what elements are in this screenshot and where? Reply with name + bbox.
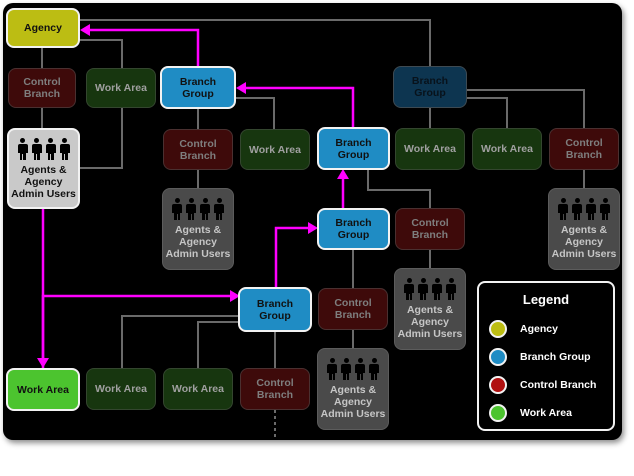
branch-group-node[interactable]: Branch Group (317, 208, 390, 250)
connector (236, 97, 275, 129)
branch-group-node[interactable]: Branch Group (160, 66, 236, 109)
users-icon (327, 358, 379, 380)
arrowhead (80, 24, 90, 36)
legend-item-control-branch: Control Branch (489, 376, 596, 394)
arrowhead (337, 169, 349, 179)
work-area-node[interactable]: Work Area (86, 68, 156, 108)
arrowhead (230, 290, 240, 302)
node-label: Agents & Agency Admin Users (397, 304, 463, 340)
arrowheads (37, 24, 349, 368)
branch-group-node-dim[interactable]: Branch Group (393, 66, 467, 108)
agency-node[interactable]: Agency (6, 8, 80, 48)
legend-item-work-area: Work Area (489, 404, 572, 422)
connector (467, 89, 585, 128)
branch-group-node[interactable]: Branch Group (238, 287, 312, 332)
work-area-node[interactable]: Work Area (163, 368, 233, 410)
work-area-node-active[interactable]: Work Area (6, 368, 80, 411)
highlight-segment (274, 226, 312, 287)
legend-label: Control Branch (520, 379, 597, 391)
highlight-segment (88, 28, 200, 66)
work-area-node[interactable]: Work Area (240, 129, 310, 170)
work-area-node[interactable]: Work Area (395, 128, 465, 170)
control-branch-node[interactable]: Control Branch (163, 129, 233, 170)
control-branch-swatch-icon (489, 376, 507, 394)
users-icon (172, 198, 224, 220)
control-branch-node[interactable]: Control Branch (240, 368, 310, 410)
legend-title: Legend (522, 292, 570, 307)
branch-group-node[interactable]: Branch Group (317, 127, 390, 170)
arrowhead (37, 358, 49, 368)
users-icon (404, 278, 456, 300)
connector (121, 315, 240, 368)
node-label: Agents & Agency Admin Users (11, 163, 76, 200)
work-area-node[interactable]: Work Area (472, 128, 542, 170)
node-label: Agents & Agency Admin Users (551, 224, 617, 260)
agents-admin-users-node[interactable]: Agents & Agency Admin Users (394, 268, 466, 350)
connector (467, 97, 508, 128)
legend-label: Work Area (520, 407, 572, 419)
control-branch-node[interactable]: Control Branch (8, 68, 76, 108)
arrowhead (236, 82, 246, 94)
connector (197, 321, 240, 368)
highlight-segment (244, 86, 355, 127)
connector (80, 39, 123, 68)
highlight-path (41, 28, 355, 368)
users-icon (17, 137, 70, 160)
legend: Legend Agency Branch Group Control Branc… (477, 281, 615, 431)
agents-admin-users-node[interactable]: Agents & Agency Admin Users (162, 188, 234, 270)
agency-swatch-icon (489, 320, 507, 338)
connector (80, 19, 431, 66)
legend-label: Agency (520, 323, 558, 335)
agents-admin-users-node[interactable]: Agents & Agency Admin Users (317, 348, 389, 430)
control-branch-node[interactable]: Control Branch (395, 208, 465, 250)
arrowhead (308, 222, 318, 234)
gray-connectors (41, 19, 585, 368)
users-icon (558, 198, 610, 220)
agents-admin-users-node[interactable]: Agents & Agency Admin Users (7, 128, 80, 209)
legend-item-agency: Agency (489, 320, 558, 338)
node-label: Agents & Agency Admin Users (165, 224, 231, 260)
agents-admin-users-node[interactable]: Agents & Agency Admin Users (548, 188, 620, 270)
control-branch-node[interactable]: Control Branch (549, 128, 619, 170)
node-label: Agents & Agency Admin Users (320, 384, 386, 420)
legend-item-branch-group: Branch Group (489, 348, 591, 366)
work-area-node[interactable]: Work Area (86, 368, 156, 410)
control-branch-node[interactable]: Control Branch (318, 288, 388, 330)
connector (80, 108, 123, 169)
branch-group-swatch-icon (489, 348, 507, 366)
legend-label: Branch Group (520, 351, 591, 363)
highlight-segment (41, 294, 234, 368)
connector (367, 168, 431, 208)
work-area-swatch-icon (489, 404, 507, 422)
